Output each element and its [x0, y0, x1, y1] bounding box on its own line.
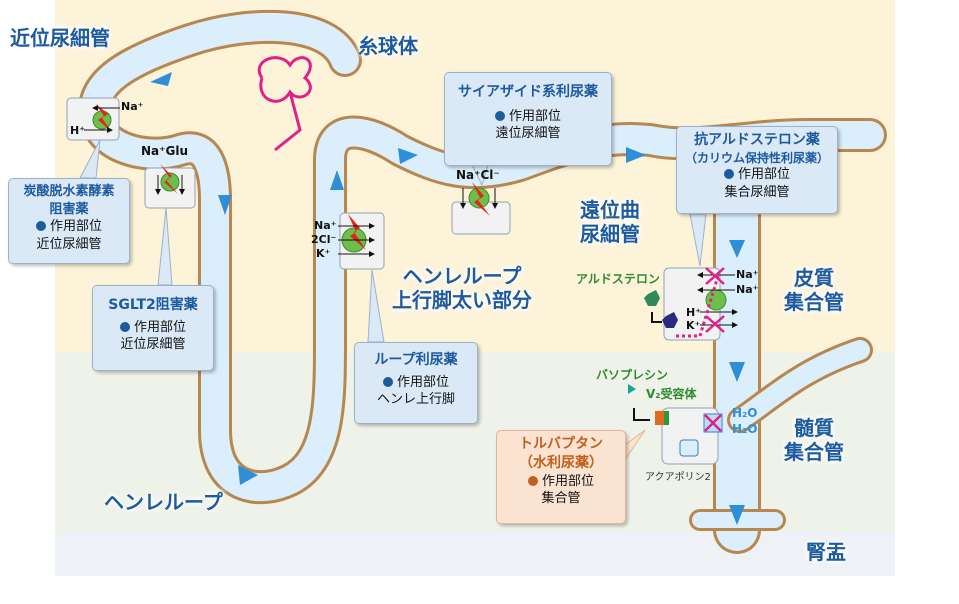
site-label-text: 作用部位: [396, 374, 449, 390]
aldosterone-molecule-icon: [644, 290, 660, 306]
callout-site-label: 作用部位: [501, 473, 621, 491]
ion-label: Na⁺Glu: [141, 144, 188, 158]
bullet-icon: [527, 475, 538, 486]
callout-site: 近位尿細管: [120, 337, 186, 353]
ion-label: Na⁺Cl⁻: [456, 168, 500, 182]
v2-receptor-label: V₂受容体: [646, 387, 697, 401]
flow-arrow-icon: [626, 147, 646, 163]
callout-title: SGLT2阻害薬: [108, 297, 198, 313]
callout-thiazide-diuretic: サイアザイド系利尿薬 作用部位 遠位尿細管: [444, 72, 612, 166]
flow-arrow-icon: [150, 72, 172, 86]
ion-label: H⁺: [70, 124, 86, 137]
flow-arrow-icon: [729, 362, 745, 382]
ion-label: H₂O: [732, 406, 758, 420]
vasopressin-molecule-icon: [628, 384, 636, 394]
callout-subtitle: （カリウム保持性利尿薬）: [684, 150, 829, 165]
inhibitor-marks: [96, 104, 490, 250]
flow-arrow-icon: [238, 465, 258, 485]
callout-anti-aldosterone: 抗アルドステロン薬 （カリウム保持性利尿薬） 作用部位 集合尿細管: [676, 126, 838, 214]
site-label-text: 作用部位: [508, 108, 561, 124]
aquaporin-label: アクアポリン2: [645, 472, 711, 483]
binding-arrow-icon: [633, 408, 650, 421]
callout-title: ループ利尿薬: [374, 352, 458, 368]
bullet-icon: [35, 221, 46, 232]
callout-title: トルバプタン （水利尿薬）: [519, 436, 603, 471]
callout-site: ヘンレ上行脚: [376, 392, 455, 408]
callout-tolvaptan: トルバプタン （水利尿薬） 作用部位 集合管: [496, 430, 626, 524]
callout-site: 集合管: [541, 491, 581, 507]
bullet-icon: [382, 376, 393, 387]
ion-label: 2Cl⁻: [311, 233, 337, 246]
site-label-text: 作用部位: [541, 473, 594, 489]
callout-site-label: 作用部位: [681, 166, 833, 184]
flow-arrow-icon: [729, 505, 745, 525]
callout-site: 近位尿細管: [36, 236, 102, 252]
transporters: [92, 110, 727, 311]
binding-arrow-icon: [651, 312, 662, 323]
site-label-text: 作用部位: [49, 219, 102, 235]
loop-of-henle-label: ヘンレループ: [104, 490, 223, 514]
distal-tubule-label: 遠位曲 尿細管: [580, 198, 640, 246]
thick-ascending-limb-label: ヘンレループ 上行脚太い部分: [392, 264, 532, 312]
flow-arrow-icon: [218, 195, 232, 215]
site-label-text: 作用部位: [133, 319, 186, 335]
v2-receptor-icon: [655, 411, 664, 425]
aldosterone-label: アルドステロン: [576, 272, 660, 286]
lightning-icon: [472, 182, 490, 216]
mineralocorticoid-receptor-icon: [662, 312, 678, 328]
ion-label: Na⁺: [314, 219, 337, 232]
aldosterone-pathway-line: [676, 275, 720, 338]
ion-label: Na⁺: [736, 268, 759, 281]
epithelial-cells: [66, 97, 721, 465]
flow-arrow-icon: [398, 148, 418, 164]
proximal-tubule-label: 近位尿細管: [10, 26, 110, 50]
cortical-collecting-duct-label: 皮質 集合管: [784, 266, 844, 314]
aquaporin-vesicle-icon: [679, 439, 699, 457]
callout-loop-diuretic: ループ利尿薬 作用部位 ヘンレ上行脚: [354, 342, 478, 424]
callout-title: 抗アルドステロン薬: [694, 132, 820, 148]
callout-title: 炭酸脱水素酵素 阻害薬: [23, 184, 115, 217]
site-label-text: 作用部位: [737, 167, 790, 183]
renal-pelvis-label: 腎盂: [806, 540, 846, 564]
v2-receptor-inner-icon: [664, 411, 669, 425]
flow-arrows: [150, 72, 745, 525]
ion-label: K⁺: [316, 247, 331, 260]
callout-pointers: [79, 139, 707, 343]
callout-site-label: 作用部位: [359, 374, 473, 392]
ion-label: H⁺: [686, 306, 702, 319]
bullet-icon: [119, 321, 130, 332]
ncc-transporter-icon: [468, 187, 490, 209]
ion-label: Na⁺: [736, 283, 759, 296]
ion-label: K⁺: [686, 319, 701, 332]
flow-arrow-icon: [330, 170, 344, 190]
glomerulus-icon: [257, 56, 312, 152]
block-x-icon: [705, 315, 725, 333]
sglt2-transporter-icon: [160, 172, 180, 192]
callout-site-label: 作用部位: [449, 108, 607, 126]
block-x-icon: [704, 414, 722, 432]
lightning-icon: [348, 214, 366, 250]
flow-arrow-icon: [729, 240, 745, 258]
callout-sglt2-inhibitor: SGLT2阻害薬 作用部位 近位尿細管: [92, 285, 214, 371]
callout-title: サイアザイド系利尿薬: [458, 84, 598, 100]
callout-site: 遠位尿細管: [495, 126, 561, 142]
bullet-icon: [723, 169, 734, 180]
bullet-icon: [494, 110, 505, 121]
block-x-icon: [705, 267, 725, 285]
medullary-collecting-duct-label: 髄質 集合管: [784, 416, 844, 464]
pelvis-background: [55, 532, 895, 576]
callout-site-label: 作用部位: [13, 218, 125, 236]
callout-site-label: 作用部位: [97, 319, 209, 337]
callout-carbonic-anhydrase-inhibitor: 炭酸脱水素酵素 阻害薬 作用部位 近位尿細管: [8, 178, 130, 264]
vasopressin-label: バソプレシン: [596, 368, 669, 382]
glomerulus-label: 糸球体: [358, 34, 418, 58]
ion-label: Na⁺: [121, 100, 144, 113]
ion-label: H₂O: [732, 422, 758, 436]
callout-site: 集合尿細管: [724, 184, 790, 200]
